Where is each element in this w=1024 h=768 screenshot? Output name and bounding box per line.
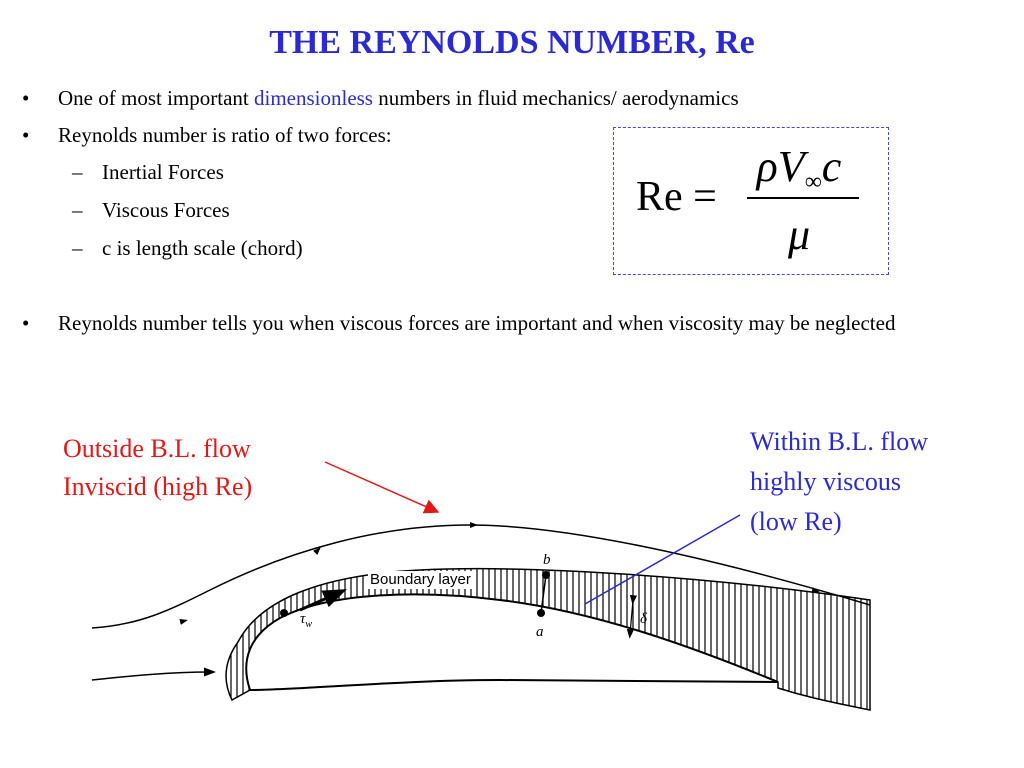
chord-symbol: c xyxy=(821,142,842,191)
highlight-dimensionless: dimensionless xyxy=(253,86,373,110)
delta-arrow xyxy=(626,594,638,639)
point-a-label: a xyxy=(536,624,544,640)
boundary-layer-label: Boundary layer xyxy=(368,571,473,589)
bullet-text-prefix: One of most important xyxy=(58,86,254,110)
bl-thickness-line xyxy=(540,574,547,614)
wall-shear-arrow xyxy=(299,589,347,612)
equation-numerator: ρV∞c xyxy=(734,142,864,207)
point-b-marker xyxy=(542,571,550,579)
callout-line: Inviscid (high Re) xyxy=(63,472,253,501)
outside-callout-arrow xyxy=(324,461,440,514)
sub-text: Viscous Forces xyxy=(102,198,230,222)
tau-subscript: w xyxy=(305,619,313,630)
sub-marker: – xyxy=(72,236,83,260)
sub-marker: – xyxy=(72,198,83,222)
callout-line: highly viscous xyxy=(750,467,901,496)
bullet-text-suffix: numbers in fluid mechanics/ aerodynamics xyxy=(372,86,739,110)
slide-title: THE REYNOLDS NUMBER, Re xyxy=(269,24,755,61)
subitem-length-scale: – c is length scale (chord) xyxy=(72,233,303,263)
bullet-text: Reynolds number tells you when viscous f… xyxy=(58,311,896,335)
equation-denominator: μ xyxy=(787,210,811,259)
streamline-arrow xyxy=(313,547,321,555)
bullet-marker: • xyxy=(22,86,30,110)
delta-label: δ xyxy=(640,611,647,627)
within-bl-callout: Within B.L. flow highly viscous (low Re) xyxy=(750,422,928,542)
point-a-marker xyxy=(537,609,545,617)
bullet-text: Reynolds number is ratio of two forces: xyxy=(58,123,392,147)
within-callout-line xyxy=(584,514,741,605)
equation-box: Re = ρV∞c μ xyxy=(613,127,889,275)
point-b-label: b xyxy=(543,552,551,568)
tau-w-marker xyxy=(280,609,288,617)
airfoil-body xyxy=(245,593,779,692)
upstream-streamline-arrow xyxy=(179,619,188,625)
callout-line: (low Re) xyxy=(750,507,842,536)
velocity-symbol: V xyxy=(777,142,805,191)
bullet-ratio: • Reynolds number is ratio of two forces… xyxy=(22,120,997,150)
subitem-inertial: – Inertial Forces xyxy=(72,157,224,187)
callout-line: Within B.L. flow xyxy=(750,427,929,456)
infinity-subscript: ∞ xyxy=(804,169,822,195)
bullet-viscous-importance: • Reynolds number tells you when viscous… xyxy=(22,308,997,338)
lower-streamline xyxy=(91,667,216,681)
rho-symbol: ρ xyxy=(756,142,778,191)
sub-text: Inertial Forces xyxy=(102,160,224,184)
outside-bl-callout: Outside B.L. flow Inviscid (high Re) xyxy=(63,430,252,506)
tau-symbol: τ xyxy=(300,611,306,627)
streamline-arrow xyxy=(811,587,820,593)
sub-text: c is length scale (chord) xyxy=(102,236,303,260)
outer-streamline xyxy=(91,524,871,629)
sub-marker: – xyxy=(72,160,83,184)
bullet-marker: • xyxy=(22,123,30,147)
equation-lhs: Re = xyxy=(636,174,717,220)
bullet-dimensionless: • One of most important dimensionless nu… xyxy=(22,83,997,113)
subitem-viscous: – Viscous Forces xyxy=(72,195,230,225)
bullet-marker: • xyxy=(22,311,30,335)
callout-line: Outside B.L. flow xyxy=(63,434,251,463)
tau-w-label: τw xyxy=(300,611,312,633)
fraction-bar xyxy=(747,197,859,199)
